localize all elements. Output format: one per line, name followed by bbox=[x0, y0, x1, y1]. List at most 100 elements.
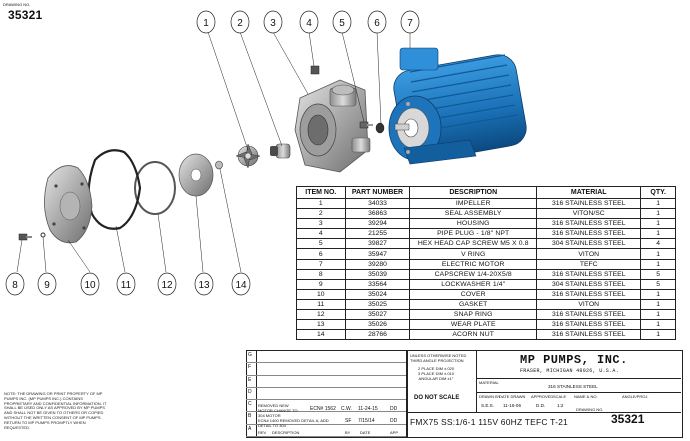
bom-cell-qty: 1 bbox=[640, 248, 676, 260]
tolerance-note: UNLESS OTHERWISE NOTED THIRD ANGLE PROJE… bbox=[410, 353, 467, 363]
revision-letter: G bbox=[248, 352, 252, 358]
scale-label: SCALE bbox=[553, 394, 567, 399]
revision-row-line bbox=[246, 362, 406, 363]
revision-block bbox=[246, 350, 408, 438]
title-block-rule-2 bbox=[476, 378, 681, 379]
bom-col-part-number: PART NUMBER bbox=[344, 186, 411, 199]
bom-cell-qty: 1 bbox=[640, 319, 676, 331]
bom-cell-qty: 1 bbox=[640, 309, 676, 321]
bom-cell-item-no: 13 bbox=[296, 319, 346, 331]
balloon-label-12: 12 bbox=[161, 280, 173, 291]
bom-cell-part-number: 34033 bbox=[344, 197, 411, 210]
title-block bbox=[406, 350, 683, 438]
company-address: FRASER, MICHIGAN 48026, U.S.A. bbox=[520, 368, 620, 374]
revision-letter: D bbox=[248, 388, 252, 395]
balloon-9 bbox=[37, 272, 57, 296]
revision-footer-description: DESCRIPTION bbox=[272, 430, 300, 435]
bom-cell-part-number: 39280 bbox=[344, 258, 411, 270]
bom-cell-item-no: 7 bbox=[296, 258, 346, 270]
bom-cell-material: TEFC bbox=[536, 258, 642, 270]
bom-cell-material: 316 STAINLESS STEEL bbox=[536, 309, 642, 321]
bom-cell-qty: 4 bbox=[640, 238, 676, 250]
bom-cell-part-number: 21255 bbox=[344, 228, 411, 240]
bill-of-materials-table: ITEM NO. PART NUMBER DESCRIPTION MATERIA… bbox=[296, 186, 676, 341]
revision-row-line bbox=[246, 411, 406, 412]
balloon-11 bbox=[116, 272, 136, 296]
angle-proj-label: ANGLE/PROJ. bbox=[622, 394, 649, 399]
bom-col-description: DESCRIPTION bbox=[409, 186, 538, 199]
revision-letter: C bbox=[248, 401, 252, 408]
gasket bbox=[87, 149, 142, 230]
balloon-12 bbox=[157, 272, 177, 296]
bom-cell-material: 316 STAINLESS STEEL bbox=[536, 329, 642, 341]
bom-cell-item-no: 8 bbox=[296, 268, 346, 280]
bom-cell-part-number: 39827 bbox=[344, 238, 411, 250]
bom-cell-item-no: 10 bbox=[296, 288, 346, 300]
revision-row-line bbox=[246, 436, 406, 437]
bom-cell-item-no: 11 bbox=[296, 298, 346, 311]
bom-cell-item-no: 9 bbox=[296, 278, 346, 290]
bom-cell-part-number: 33564 bbox=[344, 278, 411, 290]
bom-cell-material: 304 STAINLESS STEEL bbox=[536, 238, 642, 250]
name-no-label: NAME & NO. bbox=[574, 394, 598, 399]
bom-col-material: MATERIAL bbox=[536, 186, 642, 199]
revision-row-line bbox=[246, 423, 406, 425]
impeller bbox=[235, 143, 261, 169]
bom-cell-material: 316 STAINLESS STEEL bbox=[536, 228, 642, 240]
balloon-14 bbox=[231, 272, 251, 296]
balloon-label-3: 3 bbox=[270, 18, 276, 29]
bom-cell-part-number: 35026 bbox=[344, 319, 411, 331]
bom-cell-qty: 5 bbox=[640, 278, 676, 290]
drawing-number-top: 35321 bbox=[8, 8, 43, 22]
bom-cell-material: 304 STAINLESS STEEL bbox=[536, 278, 642, 290]
bom-cell-item-no: 5 bbox=[296, 238, 346, 250]
title-block-rule bbox=[406, 412, 681, 413]
bom-cell-part-number: 35027 bbox=[344, 309, 411, 321]
revision-row-line bbox=[246, 399, 406, 400]
bom-cell-description: ELECTRIC MOTOR bbox=[409, 258, 538, 270]
balloon-label-2: 2 bbox=[237, 18, 243, 29]
balloon-label-10: 10 bbox=[84, 280, 96, 291]
revision-b-approved: DD bbox=[390, 406, 398, 412]
balloon-10 bbox=[80, 272, 100, 296]
bom-cell-part-number: 28766 bbox=[344, 329, 411, 341]
balloon-3 bbox=[263, 10, 283, 34]
hex-cap-screw bbox=[359, 121, 373, 129]
date-drawn-value: 11-16-06 bbox=[503, 403, 522, 408]
drawing-title: FMX75 SS:1/6-1 115V 60HZ TEFC T-21 bbox=[410, 417, 568, 427]
bom-cell-item-no: 3 bbox=[296, 218, 346, 230]
balloon-label-11: 11 bbox=[121, 280, 132, 291]
drawing-no-value: 35321 bbox=[611, 412, 645, 426]
revision-letter: F bbox=[248, 364, 252, 371]
balloon-label-9: 9 bbox=[44, 280, 50, 291]
revision-a-by: SF bbox=[345, 418, 352, 424]
date-drawn-label: DATE DRAWN bbox=[499, 394, 526, 399]
title-block-divider bbox=[476, 350, 477, 412]
lockwasher bbox=[40, 232, 46, 238]
balloon-8 bbox=[5, 272, 25, 296]
bom-cell-part-number: 39294 bbox=[344, 218, 411, 230]
revision-footer-date: DATE bbox=[360, 430, 371, 435]
bom-cell-part-number: 36863 bbox=[344, 208, 411, 220]
revision-footer-rev: REV bbox=[258, 430, 267, 435]
balloon-5 bbox=[332, 10, 352, 34]
company-name: MP PUMPS, INC. bbox=[520, 353, 628, 367]
bom-cell-description: SNAP RING bbox=[409, 309, 538, 321]
drawing-number-label: DRAWING NO. bbox=[3, 2, 31, 7]
bom-cell-material: 316 STAINLESS STEEL bbox=[536, 319, 642, 331]
pump-housing bbox=[294, 79, 371, 173]
bom-cell-material: 316 STAINLESS STEEL bbox=[536, 288, 642, 300]
bom-cell-qty: 1 bbox=[640, 218, 676, 230]
bom-cell-part-number: 35025 bbox=[344, 298, 411, 311]
bom-cell-item-no: 6 bbox=[296, 248, 346, 260]
bom-cell-qty: 1 bbox=[640, 298, 676, 311]
approved-value: D.D. bbox=[536, 403, 546, 408]
bom-cell-description: PIPE PLUG - 1/8" NPT bbox=[409, 228, 538, 240]
